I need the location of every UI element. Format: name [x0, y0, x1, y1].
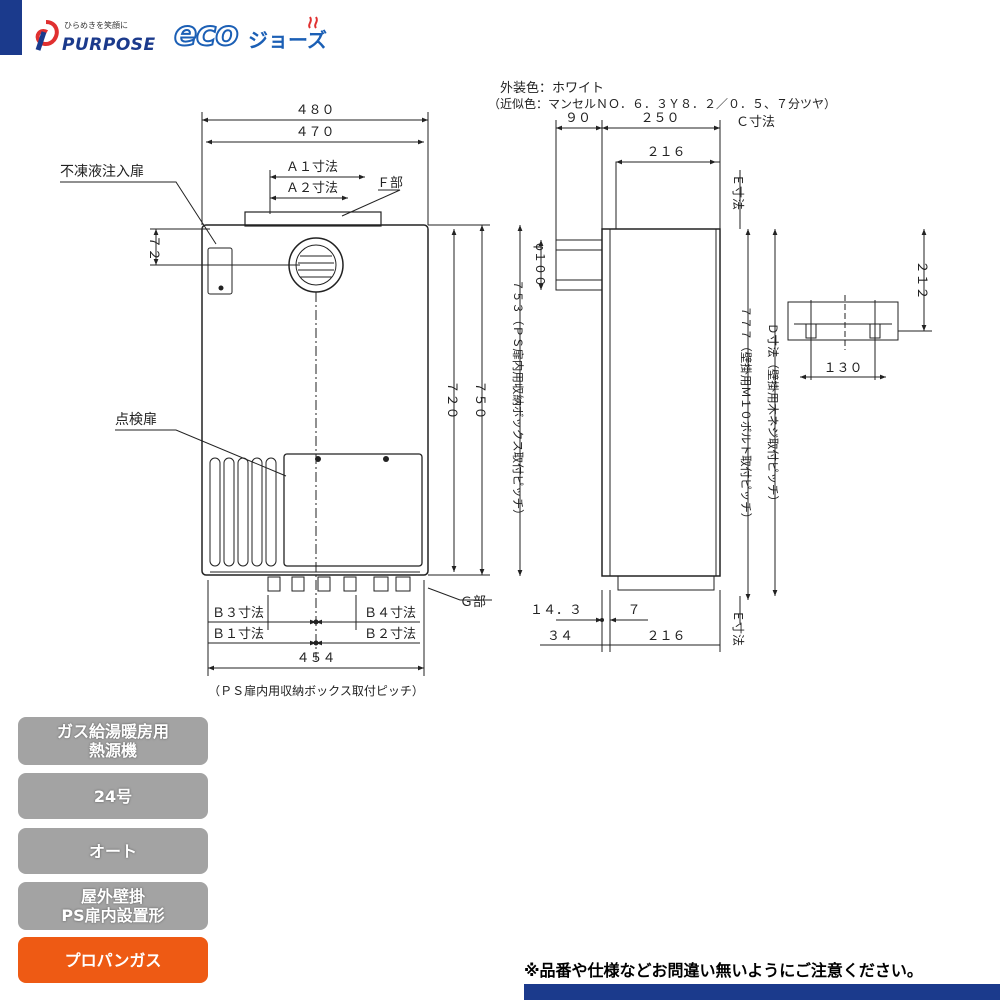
e-dim-bottom: Ｅ寸法	[731, 610, 745, 646]
e-dim-top: Ｅ寸法	[731, 174, 745, 210]
ps-pitch-caption: （ＰＳ扉内用収納ボックス取付ピッチ）	[208, 684, 424, 698]
phi100-label: φ１００	[533, 243, 547, 287]
eco-logo-suffix: ジョーズ	[248, 28, 327, 52]
a2-label: Ａ２寸法	[286, 181, 338, 196]
corner-tab	[0, 0, 22, 55]
dim-720: ７２０	[444, 380, 459, 419]
c-dim-label: Ｃ寸法	[736, 115, 775, 130]
label-function: オート	[18, 828, 208, 874]
purpose-swirl-icon	[35, 20, 59, 51]
dim-90: ９０	[565, 111, 591, 126]
eco-jozu-logo: eco ジョーズ	[170, 12, 330, 60]
a1-label: Ａ１寸法	[286, 160, 338, 175]
eco-logo-text: eco	[173, 13, 240, 55]
notice-text: ※品番や仕様などお問違い無いようにご注意ください。	[524, 961, 923, 980]
b4-label: Ｂ４寸法	[364, 606, 416, 621]
dim-480: ４８０	[295, 103, 334, 118]
dim-750: ７５０	[472, 380, 487, 419]
brand-tagline: ひらめきを笑顔に	[64, 21, 128, 30]
b2-label: Ｂ２寸法	[364, 627, 416, 642]
label-gas-type: プロパンガス	[18, 937, 208, 983]
label-capacity: 24号	[18, 773, 208, 819]
f-part-label: Ｆ部	[377, 176, 403, 191]
bracket-detail	[787, 301, 899, 341]
vert-777-label: ７７７（壁掛用Ｍ１０ボルト取付ピッチ）	[739, 306, 753, 525]
dim-470: ４７０	[295, 125, 334, 140]
bottom-bar	[524, 984, 1000, 1000]
dim-72: ７２	[146, 235, 161, 261]
front-body	[201, 224, 429, 576]
b3-label: Ｂ３寸法	[212, 606, 264, 621]
label-gas-type-text: プロパンガス	[64, 950, 162, 970]
dim-14-3: １４．３	[530, 603, 582, 618]
antifreeze-door	[207, 247, 233, 295]
vert-753-label: ７５３（ＰＳ扉内用収納ボックス取付ピッチ）	[511, 279, 525, 520]
label-product-type-text: ガス給湯暖房用熱源機	[56, 722, 169, 760]
label-product-type: ガス給湯暖房用熱源機	[18, 717, 208, 765]
color-note-2: （近似色：マンセルＮＯ．６．３Ｙ８．２／０．５、７分ツヤ）	[488, 97, 836, 111]
label-function-text: オート	[88, 841, 137, 861]
dim-34: ３４	[547, 629, 573, 644]
inspection-label: 点検扉	[115, 412, 157, 428]
label-capacity-text: 24号	[93, 786, 133, 806]
vert-d-label: Ｄ寸法（壁掛用木ネジ取付ピッチ）	[766, 323, 780, 507]
side-body	[601, 228, 721, 577]
g-part-label: Ｇ部	[460, 595, 486, 610]
antifreeze-label: 不凍液注入扉	[60, 164, 144, 180]
inspection-door	[283, 453, 423, 567]
brand-name: PURPOSE	[62, 35, 156, 55]
dim-216-bottom: ２１６	[646, 629, 685, 644]
steam-icon	[308, 16, 318, 29]
color-note-1: 外装色：ホワイト	[500, 80, 604, 96]
b1-label: Ｂ１寸法	[212, 627, 264, 642]
dim-7: ７	[627, 603, 640, 618]
dim-454: ４５４	[296, 651, 335, 666]
dim-212: ２１２	[914, 260, 929, 299]
dim-216-top: ２１６	[646, 145, 685, 160]
dim-130: １３０	[823, 361, 862, 376]
dim-250: ２５０	[640, 111, 679, 126]
